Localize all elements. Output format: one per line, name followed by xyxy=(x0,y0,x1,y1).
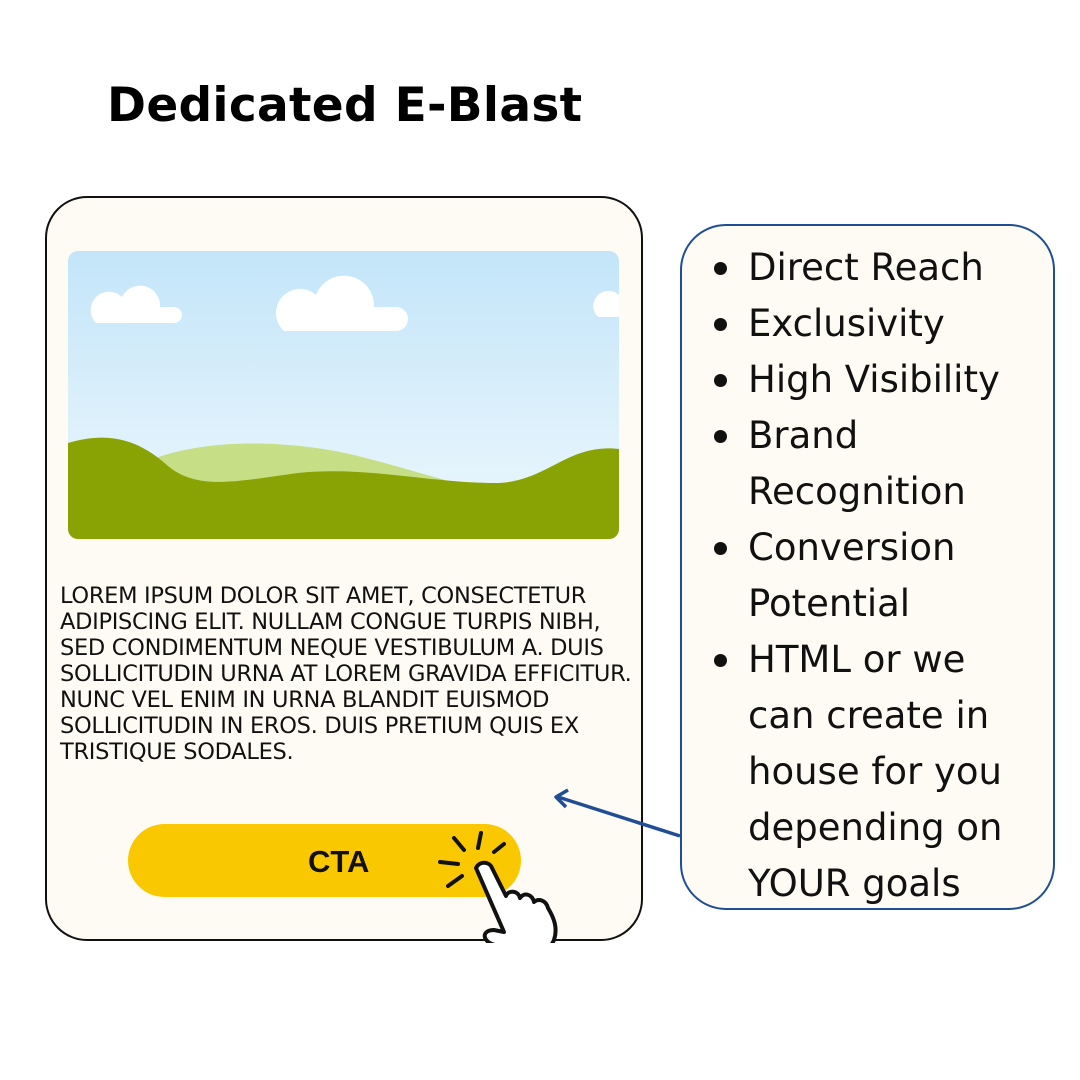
benefits-list: Direct Reach Exclusivity High Visibility… xyxy=(706,240,1046,912)
email-body-text: Lorem ipsum dolor sit amet, consectetur … xyxy=(60,583,632,765)
cloud-icon xyxy=(90,275,619,331)
cta-label: CTA xyxy=(308,844,370,879)
benefit-item: HTML or we can create in house for you d… xyxy=(706,632,1038,912)
benefit-item: Direct Reach xyxy=(706,240,1046,296)
benefit-item: Exclusivity xyxy=(706,296,1046,352)
pointer-arrow xyxy=(554,788,681,838)
benefit-item: Brand Recognition xyxy=(706,408,988,520)
page-title: Dedicated E-Blast xyxy=(107,78,583,133)
benefit-item: High Visibility xyxy=(706,352,1046,408)
benefit-item: Conversion Potential xyxy=(706,520,988,632)
cta-button[interactable]: CTA xyxy=(128,824,521,897)
benefits-panel xyxy=(680,224,1055,910)
pointing-hand-click-icon xyxy=(438,831,558,943)
hero-image-placeholder xyxy=(68,251,619,539)
